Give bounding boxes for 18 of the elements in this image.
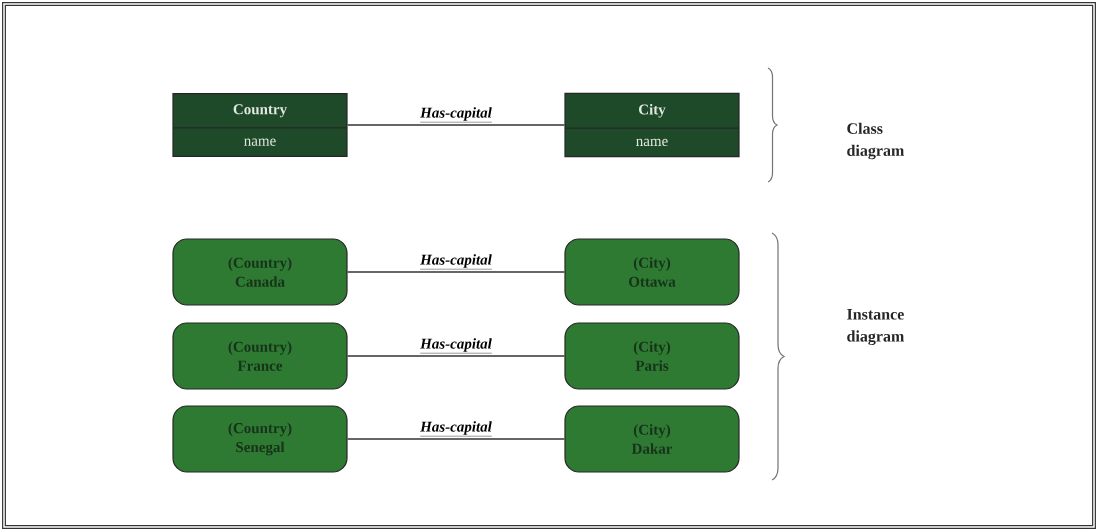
section-label: Class diagram xyxy=(847,122,905,160)
instance-box: (Country) Canada xyxy=(172,238,348,306)
instance-box: (City) Dakar xyxy=(564,405,740,473)
edge-label: Has-capital xyxy=(420,254,493,270)
connector-line xyxy=(346,438,566,440)
class-box: Country name xyxy=(172,93,348,157)
class-box: City name xyxy=(564,92,740,158)
instance-box: (Country) France xyxy=(172,322,348,390)
instance-box: (City) Paris xyxy=(564,322,740,390)
connector-line xyxy=(346,271,566,273)
connector-line xyxy=(346,355,566,357)
connector-line xyxy=(346,124,566,126)
section-label: Instance diagram xyxy=(847,309,905,345)
edge-label: Has-capital xyxy=(420,338,493,354)
instance-box: (Country) Senegal xyxy=(172,405,348,473)
edge-label: Has-capital xyxy=(420,421,493,437)
edge-label: Has-capital xyxy=(420,107,493,123)
instance-box: (City) Ottawa xyxy=(564,238,740,306)
